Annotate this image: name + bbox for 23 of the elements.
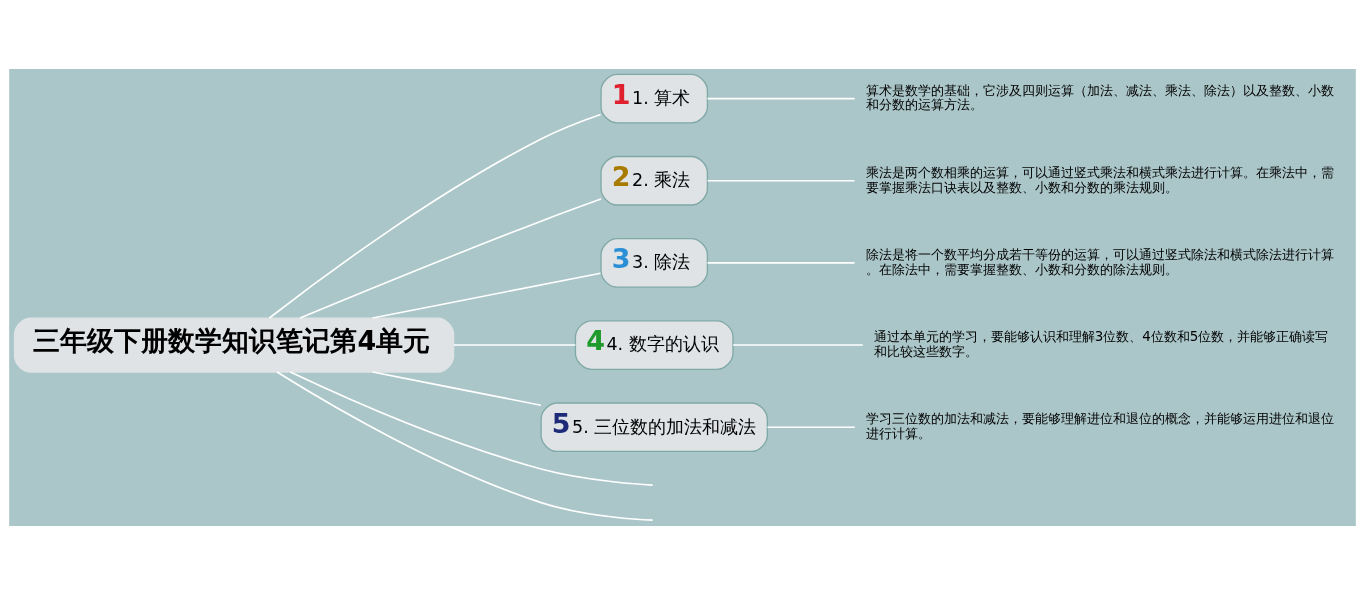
node-box: 三年级下册数学知识笔记第4单元 — [13, 316, 455, 373]
connector — [706, 97, 856, 99]
connector — [453, 343, 577, 346]
node-text: 通过本单元的学习，要能够认识和理解3位数、4位数和5位数，并能够正确读写和比较这些数字。 — [873, 328, 1329, 359]
node-box: 2 2. 乘法 — [600, 155, 709, 206]
connector — [276, 370, 654, 521]
node-text: 算术是数学的基础，它涉及四则运算（加法、减法、乘法、除法）以及整数、小数和分数的运算方法。 — [865, 82, 1334, 112]
connector — [371, 370, 542, 406]
connector — [371, 271, 602, 319]
node-text: 除法是将一个数平均分成若干等份的运算，可以通过竖式除法和横式除法进行计算。在除法中，需要掌握整数、小数和分数的除法规则。 — [865, 246, 1334, 277]
connector — [732, 343, 864, 346]
node-box: 3 3. 除法 — [600, 237, 709, 288]
node-box: 5 5. 三位数的加法和减法 — [540, 401, 768, 452]
connector — [299, 197, 602, 319]
connector — [706, 261, 856, 264]
connector — [268, 113, 602, 319]
connector — [706, 179, 856, 182]
node-box: 1 1. 算术 — [600, 73, 709, 124]
node-text: 学习三位数的加法和减法，要能够理解进位和退位的概念，并能够运用进位和退位进行计算。 — [865, 410, 1334, 441]
node-box: 44. 数字的认识 — [574, 319, 734, 370]
connector — [289, 370, 654, 486]
node-text: 乘法是两个数相乘的运算，可以通过竖式乘法和横式乘法进行计算。在乘法中，需要掌握乘法口诀表以及整数、小数和分数的乘法规则。 — [865, 164, 1334, 195]
connector — [766, 425, 856, 428]
